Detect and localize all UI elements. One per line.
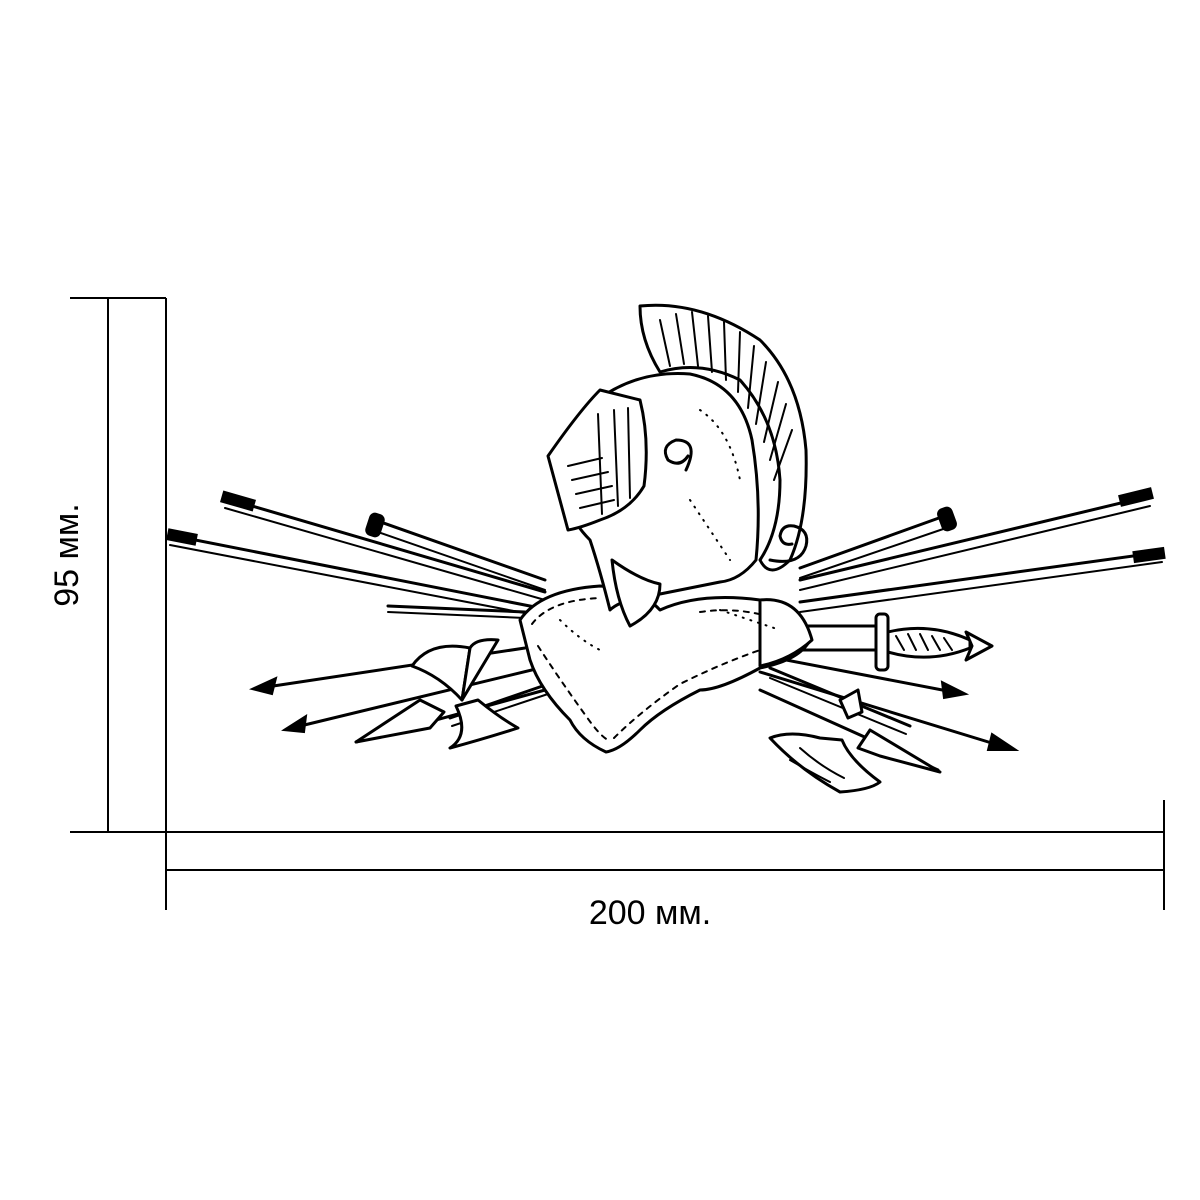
breastplate-icon	[518, 584, 814, 754]
battle-axe-left-icon	[410, 638, 562, 750]
dimension-lines	[70, 297, 1165, 910]
knight-helmet-icon	[546, 303, 809, 651]
spears-icon	[166, 487, 1166, 619]
height-label: 95 мм.	[48, 503, 86, 606]
arrows-right-icon	[758, 653, 1020, 774]
battle-axe-right-icon	[768, 666, 912, 794]
width-label: 200 мм.	[589, 894, 711, 932]
knight-armor-illustration	[166, 303, 1166, 794]
